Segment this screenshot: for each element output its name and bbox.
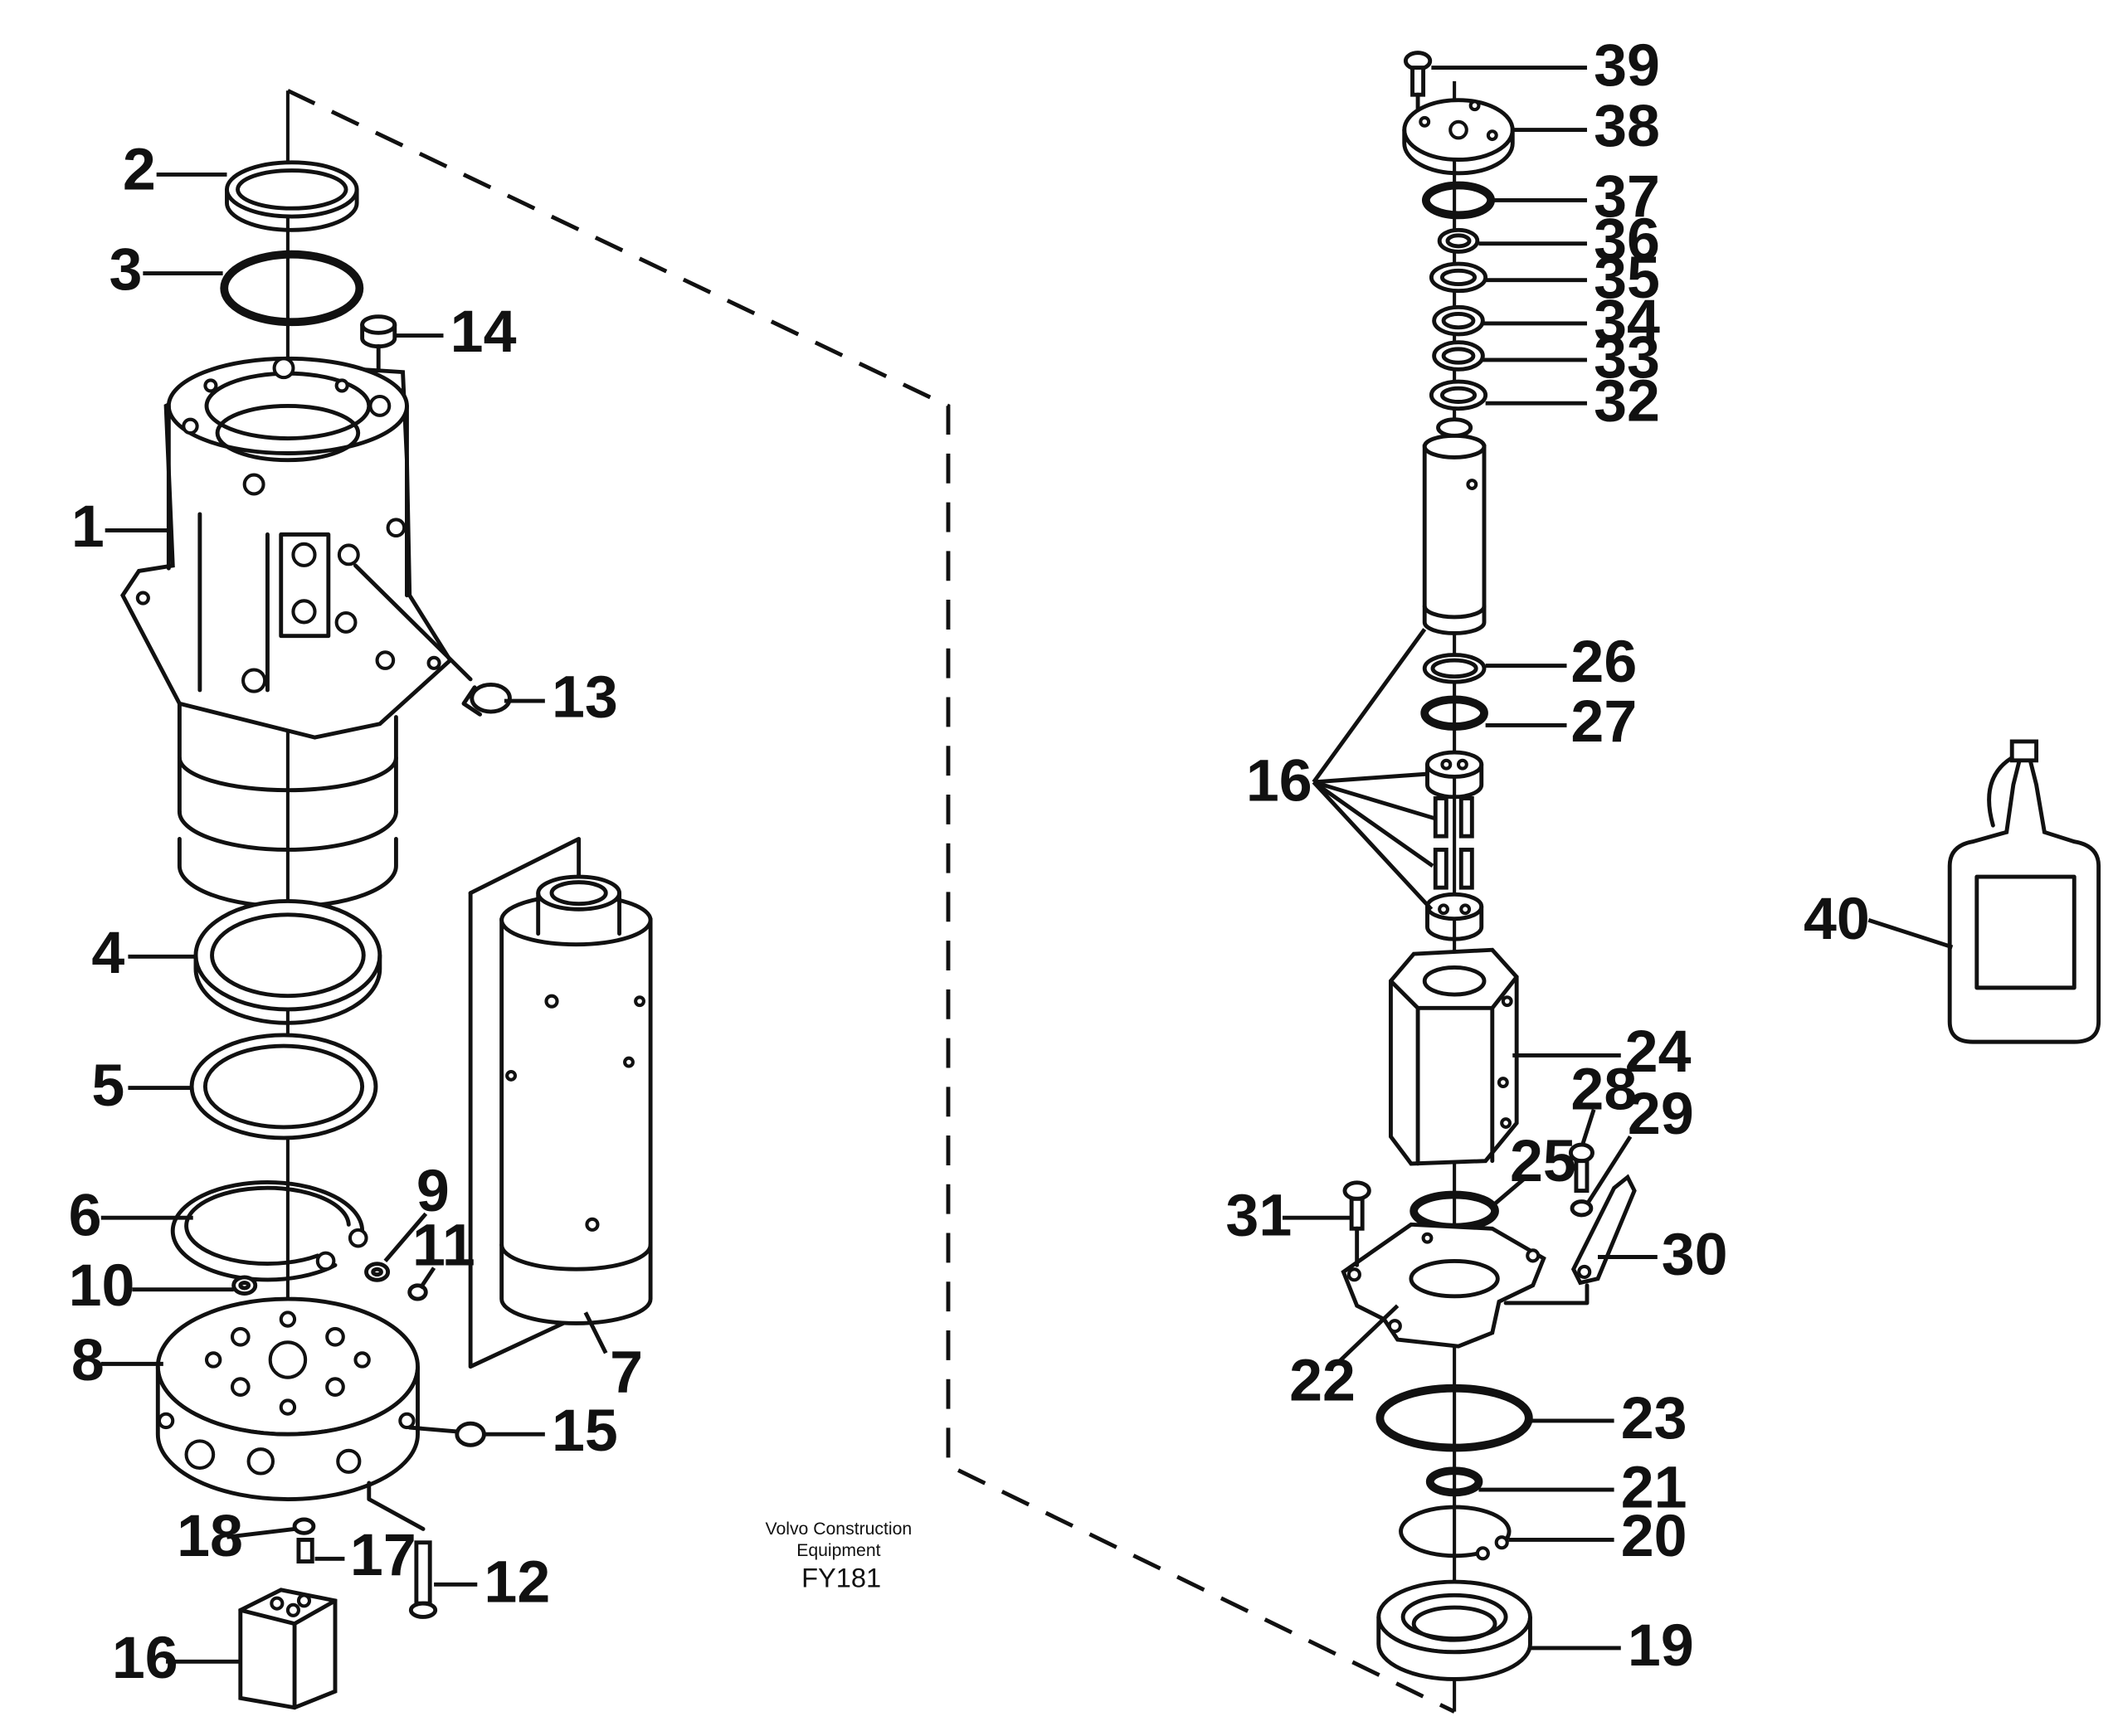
part-1-housing	[120, 356, 453, 909]
label-30: 30	[1662, 1222, 1728, 1288]
part-16-right-components	[1425, 750, 1484, 941]
label-10: 10	[69, 1252, 135, 1319]
label-28: 28	[1570, 1057, 1637, 1123]
label-31: 31	[1225, 1182, 1292, 1248]
part-7-shaft	[468, 836, 653, 1369]
caption-line-2: Equipment	[796, 1541, 880, 1560]
part-13-plug	[353, 563, 512, 717]
label-24: 24	[1625, 1019, 1692, 1085]
label-1: 1	[71, 494, 105, 560]
part-5-ring	[189, 1033, 378, 1140]
part-27-oring	[1420, 695, 1488, 731]
label-37: 37	[1594, 163, 1660, 230]
label-7: 7	[610, 1340, 643, 1406]
label-22: 22	[1289, 1347, 1356, 1413]
part-22-flange	[1341, 1222, 1546, 1349]
part-32-ring	[1429, 379, 1488, 411]
part-3-oring	[220, 250, 364, 327]
label-19: 19	[1628, 1612, 1694, 1679]
part-2-ring	[225, 160, 359, 232]
part-11-seal	[407, 1283, 428, 1301]
part-24-block	[1388, 947, 1519, 1166]
label-33: 33	[1594, 324, 1660, 391]
part-17-spring	[296, 1538, 314, 1564]
part-38-cover	[1402, 98, 1515, 176]
part-10-seal	[231, 1275, 258, 1296]
part-14-plug	[360, 314, 397, 382]
part-15-plug	[407, 1421, 486, 1447]
label-17: 17	[350, 1522, 416, 1588]
leader-lines-left	[100, 172, 608, 1664]
label-29: 29	[1628, 1081, 1694, 1147]
part-12-screw	[367, 1481, 438, 1619]
label-2: 2	[123, 136, 156, 202]
label-15: 15	[552, 1398, 618, 1464]
part-40-bottle	[1947, 739, 2101, 1044]
part-33-ring	[1432, 340, 1485, 372]
label-3: 3	[110, 236, 143, 303]
part-number-labels: 2 3 14 1 13 4 5 9 6 11 10 8 7 15 18 17 1…	[69, 32, 1870, 1691]
label-32: 32	[1594, 367, 1660, 434]
label-13: 13	[552, 664, 618, 731]
label-4: 4	[91, 920, 124, 986]
part-8-block	[155, 1296, 420, 1501]
spool-shaft	[1422, 417, 1487, 635]
part-18-seal	[292, 1517, 316, 1535]
label-16-left: 16	[112, 1625, 178, 1691]
label-14: 14	[450, 299, 517, 365]
part-35-ring	[1429, 261, 1488, 294]
label-39: 39	[1594, 32, 1660, 99]
part-16-block-left	[238, 1588, 338, 1710]
label-16-right: 16	[1246, 748, 1312, 815]
diagram-caption: Volvo Construction Equipment FY181	[766, 1520, 913, 1593]
part-28-screw	[1568, 1142, 1594, 1194]
part-9-seal	[364, 1262, 391, 1282]
assembly-boundary-line	[286, 89, 1456, 1714]
label-12: 12	[484, 1549, 550, 1615]
label-21: 21	[1621, 1454, 1687, 1520]
label-8: 8	[71, 1327, 105, 1393]
label-27: 27	[1570, 688, 1637, 755]
label-38: 38	[1594, 93, 1660, 159]
part-34-ring	[1432, 304, 1485, 337]
label-18: 18	[177, 1503, 243, 1569]
label-40: 40	[1804, 886, 1870, 952]
part-26-ring	[1422, 653, 1487, 684]
part-6-snap-ring	[170, 1180, 368, 1282]
leader-lines-right	[1282, 66, 1954, 1651]
label-26: 26	[1570, 629, 1637, 695]
part-39-screw	[1403, 51, 1433, 122]
part-30-bracket	[1503, 1174, 1637, 1306]
label-34: 34	[1594, 288, 1660, 354]
label-5: 5	[91, 1053, 124, 1119]
caption-code: FY181	[801, 1563, 881, 1593]
label-6: 6	[69, 1182, 102, 1248]
label-35: 35	[1594, 245, 1660, 311]
label-20: 20	[1621, 1503, 1687, 1569]
part-19-seal	[1376, 1579, 1532, 1681]
label-36: 36	[1594, 207, 1660, 273]
part-4-seal	[193, 899, 382, 1025]
label-23: 23	[1621, 1385, 1687, 1452]
label-25: 25	[1510, 1128, 1576, 1194]
part-36-ring	[1437, 227, 1480, 254]
caption-line-1: Volvo Construction	[766, 1520, 913, 1539]
part-29-washer	[1570, 1199, 1594, 1218]
part-23-oring	[1375, 1383, 1533, 1452]
part-20-snap-ring	[1399, 1505, 1512, 1561]
part-37-oring	[1421, 181, 1496, 220]
label-11: 11	[412, 1212, 475, 1278]
label-9: 9	[416, 1158, 450, 1224]
part-31-screw	[1342, 1180, 1371, 1267]
part-21-oring	[1425, 1466, 1483, 1497]
